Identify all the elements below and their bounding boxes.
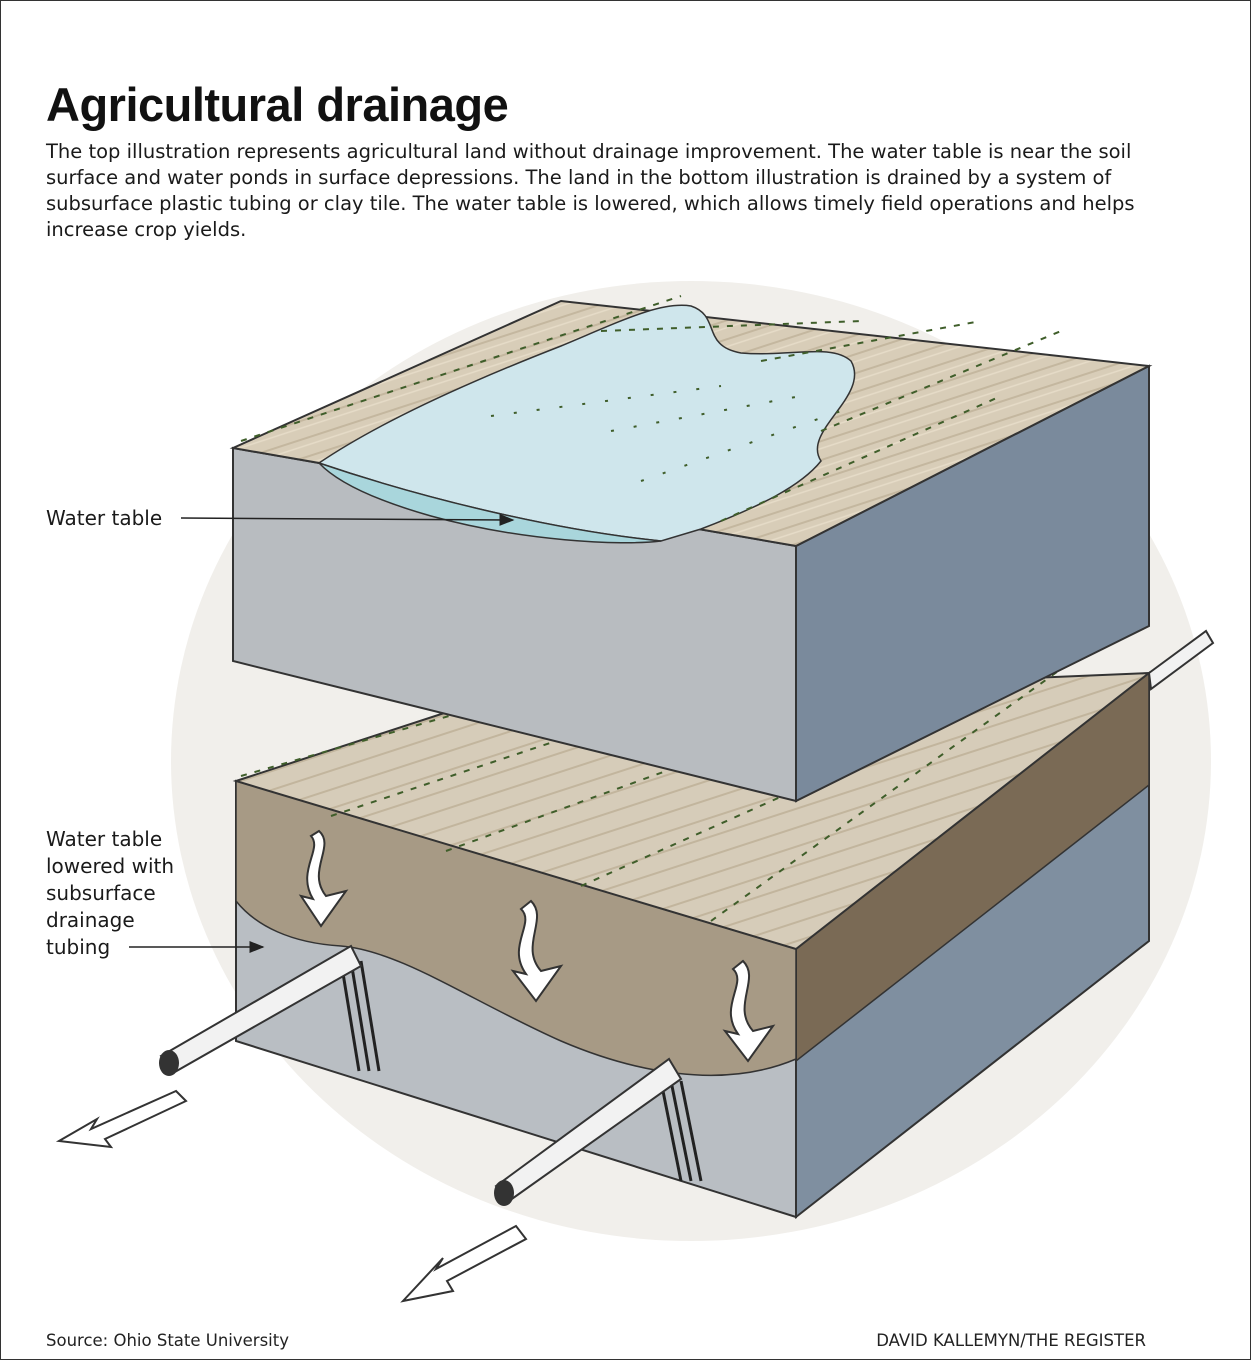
trench-lines [339, 960, 703, 1182]
flow-arrow-3 [722, 959, 776, 1063]
outflow-arrow-1 [55, 1089, 188, 1149]
page-title: Agricultural drainage [46, 78, 509, 131]
undrained-field-block [229, 295, 1153, 803]
lowered-water-table-soil [235, 779, 797, 1077]
artist-credit: DAVID KALLEMYN/THE REGISTER [876, 1331, 1146, 1350]
flow-arrow-1 [298, 829, 349, 928]
flow-arrow-2 [510, 899, 564, 1003]
water-table-cross-section [318, 462, 662, 544]
drain-tube-3 [1147, 629, 1215, 691]
outflow-arrows [55, 1089, 528, 1303]
outflow-arrow-2 [400, 1224, 528, 1303]
water-table-leader-line [180, 513, 515, 526]
water-table-label: Water table [46, 506, 163, 530]
lowered-water-table-label: Water table lowered with subsurface drai… [46, 827, 175, 959]
drainage-tubing [159, 629, 1215, 1206]
description-text: The top illustration represents agricult… [46, 140, 1135, 241]
source-credit: Source: Ohio State University [46, 1331, 289, 1350]
percolation-arrows [298, 829, 776, 1063]
undrained-crop-rows [240, 295, 1062, 522]
